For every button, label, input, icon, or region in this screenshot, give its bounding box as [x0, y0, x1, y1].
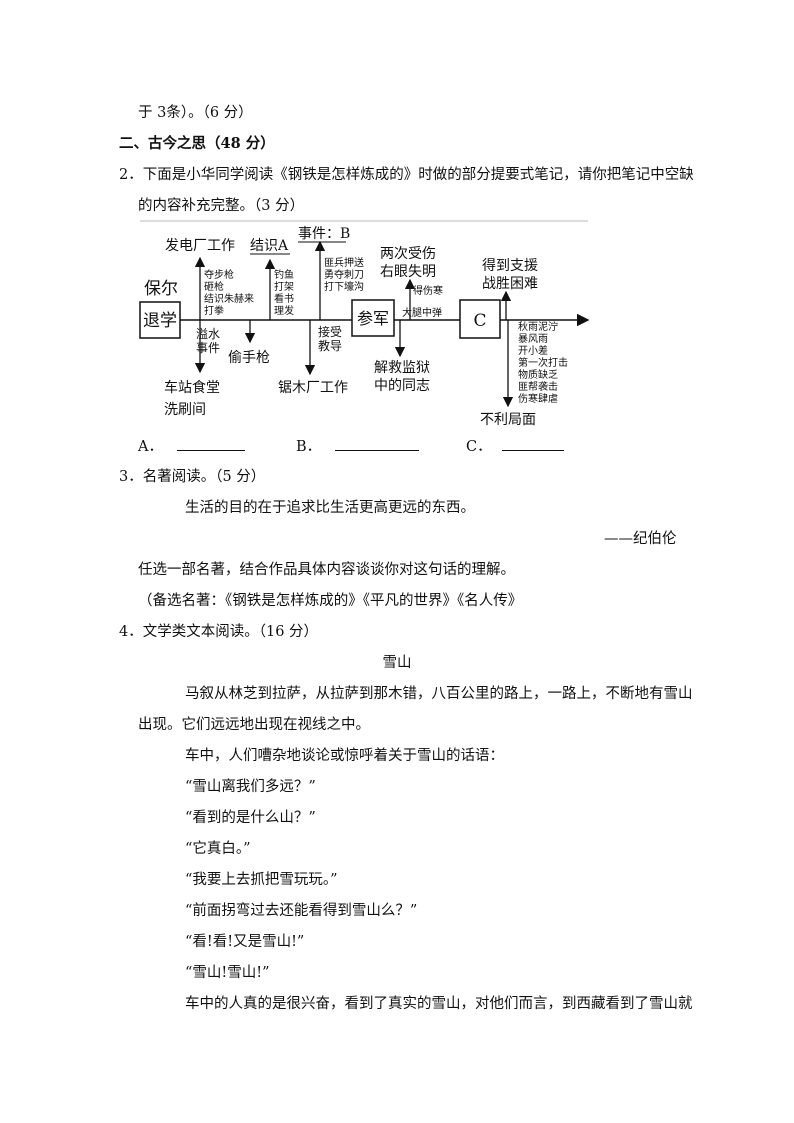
toushou-label: 偷手枪: [228, 349, 270, 366]
small2-1: 打架: [274, 280, 294, 293]
question-2-text: 2．下面是小华同学阅读《钢铁是怎样炼成的》时做的部分提要式笔记，请你把笔记中空缺: [119, 167, 694, 183]
section-heading: 二、古今之思（48 分）: [119, 135, 275, 152]
answer-c-blank[interactable]: [501, 436, 564, 451]
baoer-label: 保尔: [144, 279, 178, 299]
question-4-heading: 4．文学类文本阅读。（16 分）: [119, 624, 319, 640]
story-title: 雪山: [382, 655, 412, 671]
liangci-1: 两次受伤: [380, 246, 436, 262]
small3-1: 勇夺刺刀: [324, 268, 364, 281]
jieshi-label: 结识A: [250, 238, 289, 254]
small1-3: 打拳: [204, 304, 224, 317]
shijian-label: 事件：B: [298, 226, 350, 242]
jieshou-2: 教导: [318, 338, 342, 353]
small3-0: 匪兵押送: [324, 256, 364, 269]
small-right-6: 伤寒肆虐: [518, 392, 558, 405]
paragraph-1-cont: 出现。它们远远地出现在视线之中。: [138, 717, 370, 733]
datui-label: 大腿中弹: [402, 306, 442, 319]
yishui-2: 事件: [196, 341, 220, 355]
answer-a: A．: [138, 436, 245, 457]
answer-a-blank[interactable]: [176, 436, 245, 451]
chezhan-2: 洗刷间: [164, 402, 206, 418]
answer-b: B．: [296, 436, 420, 457]
paragraph-2: 车中，人们嘈杂地谈论或惊呼着关于雪山的话语：: [185, 748, 504, 764]
buli-label: 不利局面: [480, 412, 536, 428]
small-right-0: 秋雨泥泞: [518, 320, 558, 333]
chezhan-1: 车站食堂: [164, 379, 220, 396]
paragraph-3: 车中的人真的是很兴奋，看到了真实的雪山，对他们而言，到西藏看到了雪山就: [185, 996, 693, 1012]
dialogue-1: “雪山离我们多远？”: [185, 779, 316, 795]
small-right-5: 匪帮袭击: [518, 381, 558, 393]
quote-author: ——纪伯伦: [604, 531, 677, 547]
small3-2: 打下壕沟: [324, 280, 364, 293]
novel-notes-diagram: 退学 保尔 参军 C 发电厂工作 结识A 事件：B 两次受伤 右眼失明 得到支援…: [139, 220, 590, 428]
tuixue-label: 退学: [143, 311, 177, 331]
dedao-1: 得到支援: [482, 257, 538, 274]
fadian-label: 发电厂工作: [165, 238, 235, 254]
c-box-label: C: [473, 311, 486, 331]
dialogue-3: “它真白。”: [185, 841, 251, 857]
answer-b-label: B．: [296, 439, 322, 455]
answer-c: C．: [466, 436, 564, 457]
canjun-label: 参军: [357, 309, 389, 328]
answer-b-blank[interactable]: [335, 436, 420, 451]
small-right-2: 开小差: [518, 344, 548, 357]
dialogue-6: “看!看!又是雪山!”: [185, 934, 305, 950]
small-right-4: 物质缺乏: [518, 368, 558, 381]
shanghan-label: 得伤寒: [413, 284, 443, 297]
jiejiu-2: 中的同志: [374, 378, 430, 394]
question-3-options: （备选名著：《钢铁是怎样炼成的》《平凡的世界》《名人传》: [138, 593, 523, 609]
paragraph-1: 马叙从林芝到拉萨，从拉萨到那木错，八百公里的路上，一路上，不断地有雪山: [185, 686, 693, 702]
small1-0: 夺步枪: [204, 268, 234, 281]
yishui-1: 溢水: [196, 327, 220, 341]
question-3-task: 任选一部名著，结合作品具体内容谈谈你对这句话的理解。: [138, 562, 515, 578]
small-right-1: 暴风雨: [518, 333, 548, 345]
dialogue-7: “雪山!雪山!”: [185, 965, 270, 981]
liangci-2: 右眼失明: [380, 264, 436, 280]
small1-1: 砸枪: [204, 280, 224, 293]
dialogue-4: “我要上去抓把雪玩玩。”: [185, 872, 338, 888]
jiejiu-1: 解救监狱: [374, 360, 430, 376]
question-2-text-cont: 的内容补充完整。（3 分）: [138, 198, 305, 214]
answer-c-label: C．: [466, 439, 492, 455]
dedao-2: 战胜困难: [482, 276, 538, 292]
small1-2: 结识朱赫来: [204, 292, 254, 305]
small-right-3: 第一次打击: [518, 356, 568, 369]
small2-3: 理发: [274, 304, 294, 317]
dialogue-2: “看到的是什么山？”: [185, 810, 316, 826]
small2-0: 钓鱼: [274, 268, 294, 281]
jumu-label: 锯木厂工作: [278, 380, 348, 396]
jieshou-1: 接受: [318, 324, 342, 339]
answer-a-label: A．: [138, 439, 163, 455]
dialogue-5: “前面拐弯过去还能看得到雪山么？”: [185, 903, 418, 919]
question-3-heading: 3．名著阅读。（5 分）: [119, 469, 266, 485]
quote-text: 生活的目的在于追求比生活更高更远的东西。: [185, 500, 475, 516]
continued-text: 于 3条）。（6 分）: [138, 105, 253, 121]
small2-2: 看书: [274, 292, 294, 305]
